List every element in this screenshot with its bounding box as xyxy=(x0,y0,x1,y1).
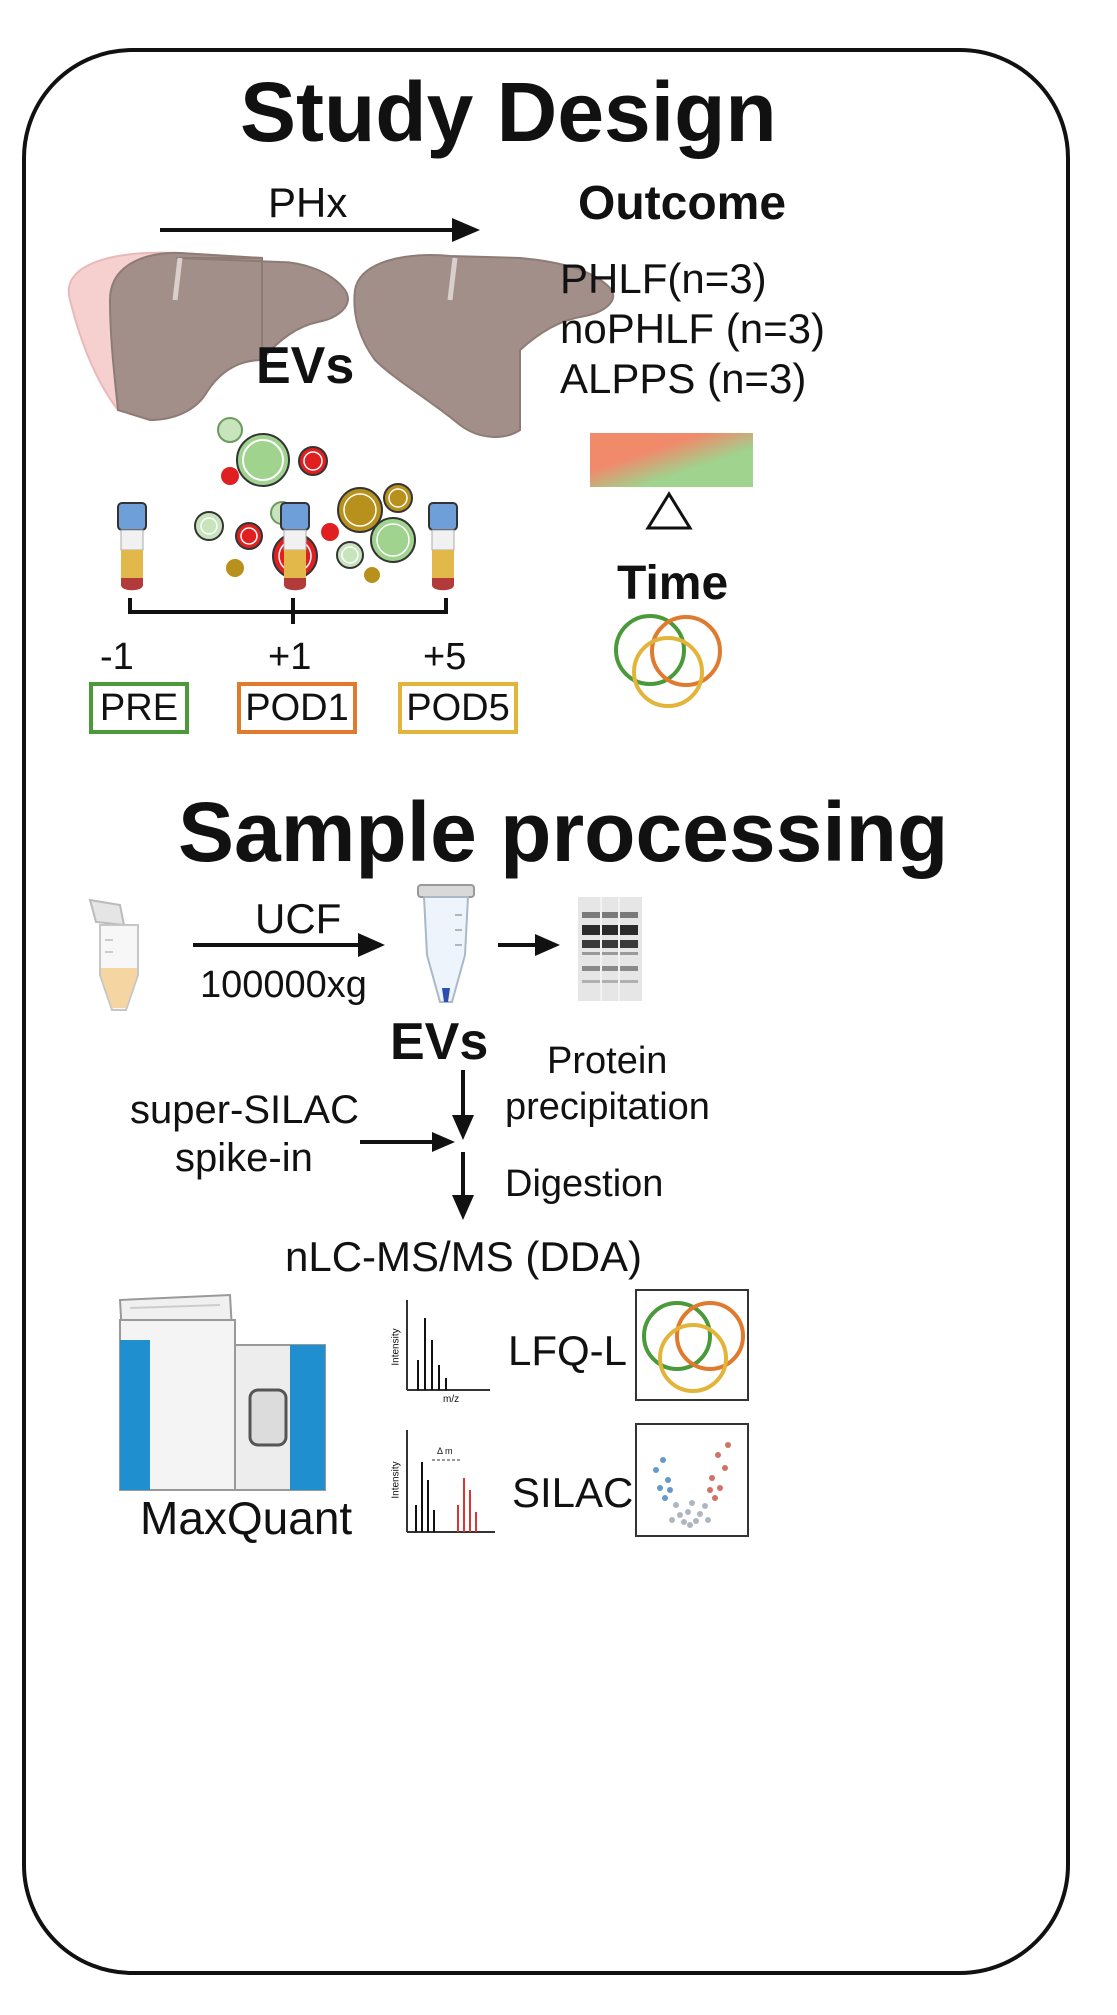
protein-label: Protein xyxy=(547,1040,668,1082)
spectrum-lfq-xlabel: m/z xyxy=(443,1394,460,1405)
spike-in-label: spike-in xyxy=(175,1136,313,1180)
group-alpps: ALPPS (n=3) xyxy=(560,355,807,402)
figure-frame xyxy=(22,48,1070,1975)
timepoint-day-pod1: +1 xyxy=(268,636,312,678)
timepoint-box-pod1: POD1 xyxy=(237,682,357,734)
ms-label: nLC-MS/MS (DDA) xyxy=(285,1233,643,1280)
sample-processing-title: Sample processing xyxy=(178,785,949,879)
study-design-title: Study Design xyxy=(240,65,777,159)
group-phlf: PHLF(n=3) xyxy=(560,255,767,302)
silac-label: SILAC xyxy=(512,1469,634,1516)
lfq-l-label: LFQ-L xyxy=(508,1327,628,1374)
evs-label-top: EVs xyxy=(256,337,355,395)
super-silac-label: super-SILAC xyxy=(130,1088,359,1132)
digestion-label: Digestion xyxy=(505,1163,664,1205)
timepoint-day-pre: -1 xyxy=(100,636,134,678)
phx-label: PHx xyxy=(268,179,348,226)
maxquant-label: MaxQuant xyxy=(140,1492,353,1544)
timepoint-day-pod5: +5 xyxy=(423,636,467,678)
outcome-title: Outcome xyxy=(578,177,787,230)
delta-m-label: Δ m xyxy=(437,1446,453,1456)
timepoint-box-pre: PRE xyxy=(89,682,189,734)
speed-label: 100000xg xyxy=(200,964,367,1006)
ucf-label: UCF xyxy=(255,895,342,942)
time-label: Time xyxy=(617,557,729,610)
timepoint-box-pod5: POD5 xyxy=(398,682,518,734)
precipitation-label: precipitation xyxy=(505,1086,710,1128)
evs-label-bottom: EVs xyxy=(390,1013,489,1071)
group-nophlf: noPHLF (n=3) xyxy=(560,305,825,352)
